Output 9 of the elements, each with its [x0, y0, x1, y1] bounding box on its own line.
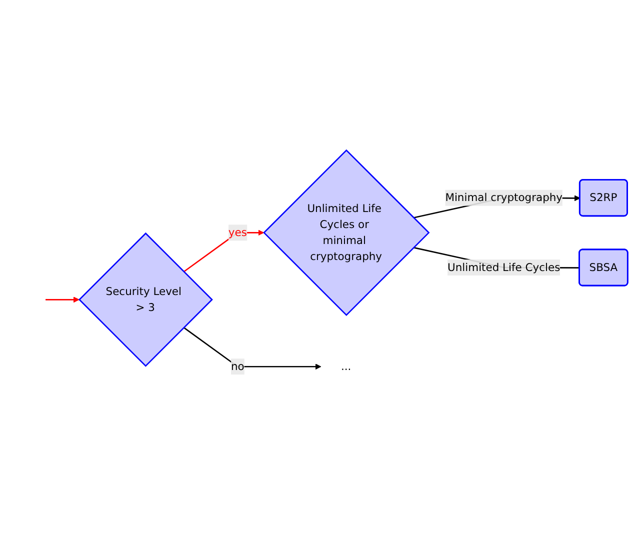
- edge-label: Minimal cryptography: [445, 191, 562, 204]
- arrow: [183, 327, 322, 370]
- edge-label: Unlimited Life Cycles: [448, 260, 560, 274]
- edge-label: no: [230, 360, 244, 373]
- node-text: ...: [340, 360, 352, 373]
- arrow: [46, 296, 80, 303]
- node-diamond: Unlimited Life Cycles or minimal cryptography: [263, 149, 430, 316]
- node-diamond: Security Level > 3: [78, 232, 213, 367]
- edge-label: yes: [228, 226, 247, 239]
